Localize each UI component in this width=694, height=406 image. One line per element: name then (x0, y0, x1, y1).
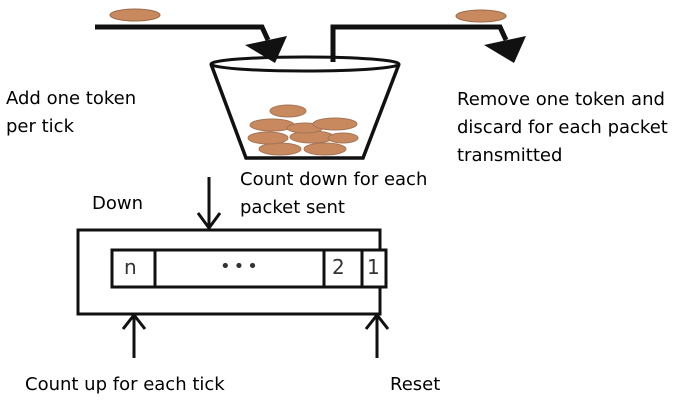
token-input-line (95, 24, 271, 42)
counter-cell-n: n (124, 255, 137, 279)
add-token-label-line2: per tick (6, 116, 75, 137)
counter-cell-1: 1 (367, 255, 380, 279)
down-arrow-icon (196, 177, 222, 231)
remove-token-label-line1: Remove one token and (457, 89, 665, 110)
count-up-label: Count up for each tick (25, 374, 225, 395)
add-token-label-line1: Add one token (6, 88, 137, 109)
counter-cell-ellipsis: ••• (220, 256, 261, 277)
count-down-label-line1: Count down for each (240, 169, 428, 190)
count-down-label-line2: packet sent (240, 197, 345, 218)
incoming-token-icon (109, 8, 161, 22)
count-up-arrow-icon (121, 312, 147, 358)
reset-label: Reset (390, 374, 441, 395)
bucket-icon (209, 55, 401, 160)
counter-register (110, 248, 388, 289)
token-output-line (330, 24, 509, 62)
counter-cell-2: 2 (332, 255, 345, 279)
reset-arrow-icon (364, 312, 390, 358)
down-label: Down (92, 193, 144, 214)
output-arrow-icon (484, 36, 526, 63)
remove-token-label-line3: transmitted (457, 145, 563, 166)
outgoing-token-icon (455, 9, 507, 23)
bucket-tokens (247, 104, 359, 156)
remove-token-label-line2: discard for each packet (457, 117, 668, 138)
